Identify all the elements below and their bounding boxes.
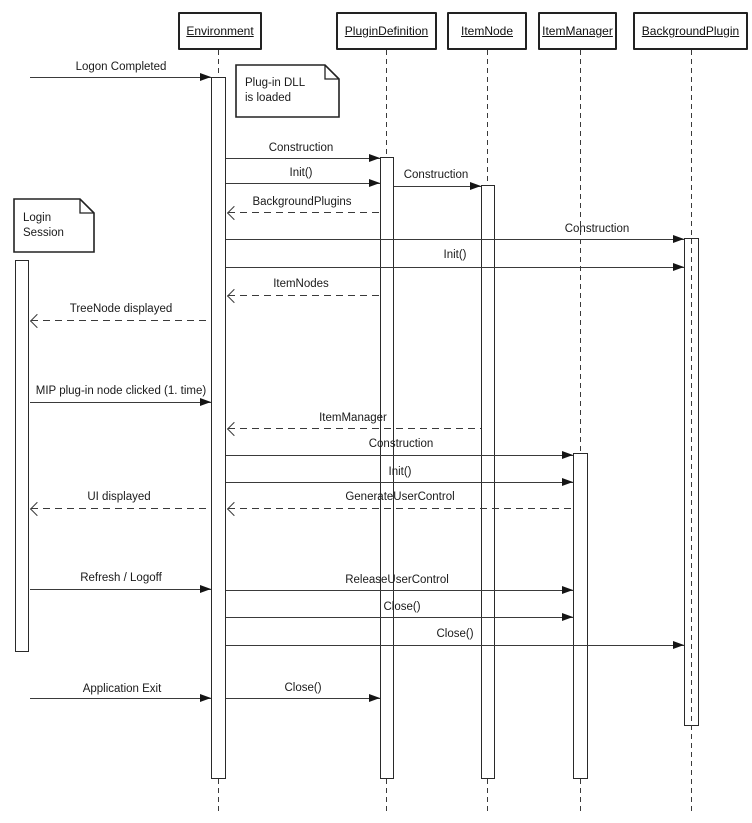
arrowhead-icon <box>673 235 684 243</box>
arrowhead-icon <box>200 585 211 593</box>
message-label-construction: Construction <box>564 223 630 235</box>
return-arrowhead-icon <box>226 205 242 221</box>
return-arrowhead-icon <box>226 501 242 517</box>
lifeline-header-environment: Environment <box>178 12 262 50</box>
arrowhead-icon <box>562 478 573 486</box>
message-line-releaseusercontrol <box>226 590 573 592</box>
message-label-itemnodes: ItemNodes <box>273 278 329 290</box>
arrowhead-icon <box>470 182 481 190</box>
message-line-construction <box>226 455 573 457</box>
message-line-refresh-logoff <box>30 589 211 591</box>
arrowhead-icon <box>200 694 211 702</box>
message-label-releaseusercontrol: ReleaseUserControl <box>345 574 449 586</box>
message-line-init <box>226 183 380 185</box>
note-line: Login <box>23 211 52 224</box>
arrowhead-icon <box>369 154 380 162</box>
arrowhead-icon <box>200 398 211 406</box>
note-shape <box>13 198 95 253</box>
return-arrowhead-icon <box>29 501 45 517</box>
message-label-refresh-logoff: Refresh / Logoff <box>80 572 162 584</box>
message-label-itemmanager: ItemManager <box>319 412 387 424</box>
arrowhead-icon <box>369 179 380 187</box>
login-session-activation-bar <box>15 260 29 652</box>
arrowhead-icon <box>562 613 573 621</box>
lifeline-header-backgroundplugin: BackgroundPlugin <box>633 12 748 50</box>
lifeline-label: Environment <box>186 24 254 38</box>
lifeline-label: PluginDefinition <box>344 24 429 38</box>
itemmanager-activation-bar <box>573 453 588 779</box>
message-label-close: Close() <box>436 628 474 640</box>
lifeline-label: BackgroundPlugin <box>641 24 740 38</box>
message-label-construction: Construction <box>268 142 334 154</box>
return-arrowhead-icon <box>29 313 45 329</box>
arrowhead-icon <box>673 641 684 649</box>
lifeline-header-itemmanager: ItemManager <box>538 12 617 50</box>
lifeline-header-plugindefinition: PluginDefinition <box>336 12 437 50</box>
message-return-line-generateusercontrol <box>228 508 573 510</box>
message-line-mip-plug-in-node-clicked-1-time <box>30 402 211 404</box>
plugindefinition-activation-bar <box>380 157 394 779</box>
note-shape <box>235 64 340 118</box>
message-line-close <box>226 617 573 619</box>
message-label-construction: Construction <box>403 169 469 181</box>
message-label-treenode-displayed: TreeNode displayed <box>69 303 173 315</box>
message-line-application-exit <box>30 698 211 700</box>
message-label-backgroundplugins: BackgroundPlugins <box>252 196 352 208</box>
lifeline-label: ItemManager <box>542 24 613 38</box>
arrowhead-icon <box>200 73 211 81</box>
message-line-construction <box>226 158 380 160</box>
message-label-init: Init() <box>388 466 412 478</box>
message-line-init <box>226 267 684 269</box>
message-return-line-ui-displayed <box>31 508 211 510</box>
note-line: is loaded <box>245 92 292 104</box>
message-label-application-exit: Application Exit <box>82 683 162 695</box>
message-line-construction <box>226 239 684 241</box>
message-line-close <box>226 645 684 647</box>
message-label-init: Init() <box>443 249 467 261</box>
lifeline-label: ItemNode <box>460 24 514 38</box>
message-label-generateusercontrol: GenerateUserControl <box>345 491 455 503</box>
return-arrowhead-icon <box>226 421 242 437</box>
itemmanager-lifeline <box>580 50 581 812</box>
arrowhead-icon <box>369 694 380 702</box>
note-text: Plug-in DLL is loaded <box>245 64 305 118</box>
message-line-init <box>226 482 573 484</box>
message-return-line-treenode-displayed <box>31 320 211 322</box>
message-return-line-itemnodes <box>228 295 380 297</box>
note-line: Session <box>23 226 64 239</box>
note-plug-in-dll-is-loaded: Plug-in DLL is loaded <box>235 64 340 118</box>
message-label-close: Close() <box>284 682 322 694</box>
message-line-construction <box>394 186 481 188</box>
arrowhead-icon <box>562 451 573 459</box>
message-return-line-itemmanager <box>228 428 481 430</box>
message-line-close <box>226 698 380 700</box>
arrowhead-icon <box>673 263 684 271</box>
backgroundplugin-lifeline <box>691 50 692 812</box>
return-arrowhead-icon <box>226 288 242 304</box>
message-label-construction: Construction <box>368 438 434 450</box>
lifeline-header-itemnode: ItemNode <box>447 12 527 50</box>
message-label-close: Close() <box>383 601 421 613</box>
note-line: Plug-in DLL <box>245 77 306 89</box>
message-label-logon-completed: Logon Completed <box>75 61 167 73</box>
arrowhead-icon <box>562 586 573 594</box>
message-return-line-backgroundplugins <box>228 212 380 214</box>
message-label-mip-plug-in-node-clicked-1-time: MIP plug-in node clicked (1. time) <box>35 385 207 397</box>
message-label-init: Init() <box>289 167 313 179</box>
message-line-logon-completed <box>30 77 211 79</box>
environment-activation-bar <box>211 77 226 779</box>
message-label-ui-displayed: UI displayed <box>87 491 151 503</box>
